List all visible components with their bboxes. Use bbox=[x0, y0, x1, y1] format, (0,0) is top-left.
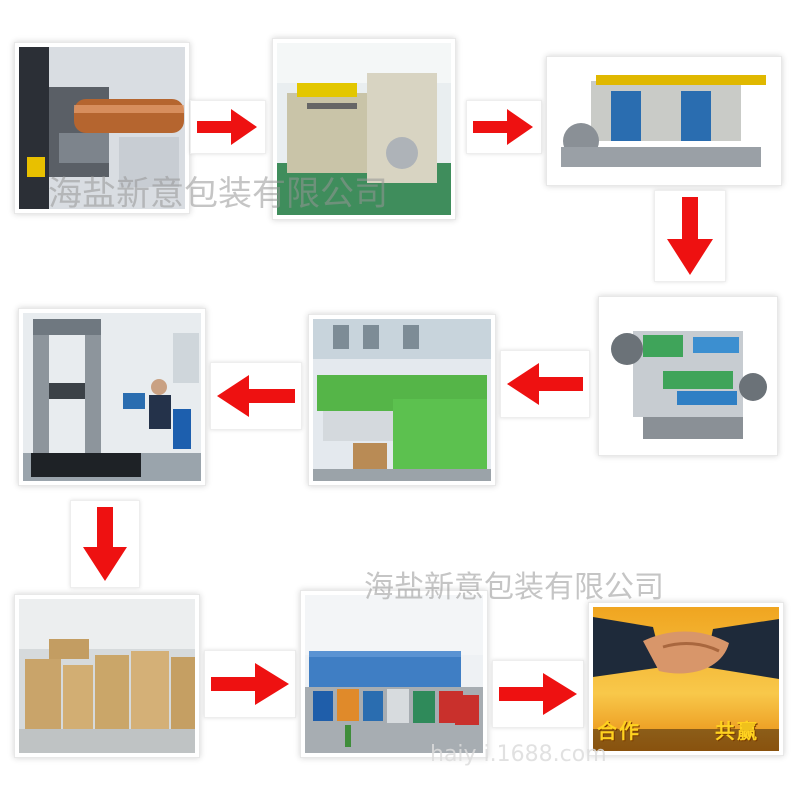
lamination-machine-photo bbox=[551, 61, 777, 181]
testing-lab-photo bbox=[23, 313, 201, 481]
banner-text-left: 合作 bbox=[597, 719, 641, 743]
arrow-1-to-2 bbox=[190, 100, 266, 154]
cylinder-engraving-photo bbox=[19, 47, 185, 209]
step-9-cooperation-handshake: 合作 共赢 bbox=[588, 602, 784, 756]
step-5-bag-making-machine bbox=[308, 314, 496, 486]
arrow-6-to-7 bbox=[70, 500, 140, 588]
step-2-gravure-printing-line bbox=[272, 38, 456, 220]
step-4-slitting-machine bbox=[598, 296, 778, 456]
watermark-url: haiy i.1688.com bbox=[430, 742, 607, 767]
step-6-quality-testing-lab bbox=[18, 308, 206, 486]
printing-line-photo bbox=[277, 43, 451, 215]
warehouse-photo bbox=[19, 599, 195, 753]
step-7-warehouse-packaging bbox=[14, 594, 200, 758]
arrow-3-to-4 bbox=[654, 190, 726, 282]
step-1-cylinder-engraving bbox=[14, 42, 190, 214]
step-8-logistics-trucks bbox=[300, 590, 488, 758]
bag-making-photo bbox=[313, 319, 491, 481]
arrow-5-to-6 bbox=[210, 362, 302, 430]
arrow-4-to-5 bbox=[500, 350, 590, 418]
banner-text-right: 共赢 bbox=[715, 719, 759, 743]
step-3-lamination-machine bbox=[546, 56, 782, 186]
handshake-photo bbox=[593, 607, 779, 751]
logistics-photo bbox=[305, 595, 483, 753]
slitting-machine-photo bbox=[603, 301, 773, 451]
arrow-8-to-9 bbox=[492, 660, 584, 728]
arrow-7-to-8 bbox=[204, 650, 296, 718]
arrow-2-to-3 bbox=[466, 100, 542, 154]
